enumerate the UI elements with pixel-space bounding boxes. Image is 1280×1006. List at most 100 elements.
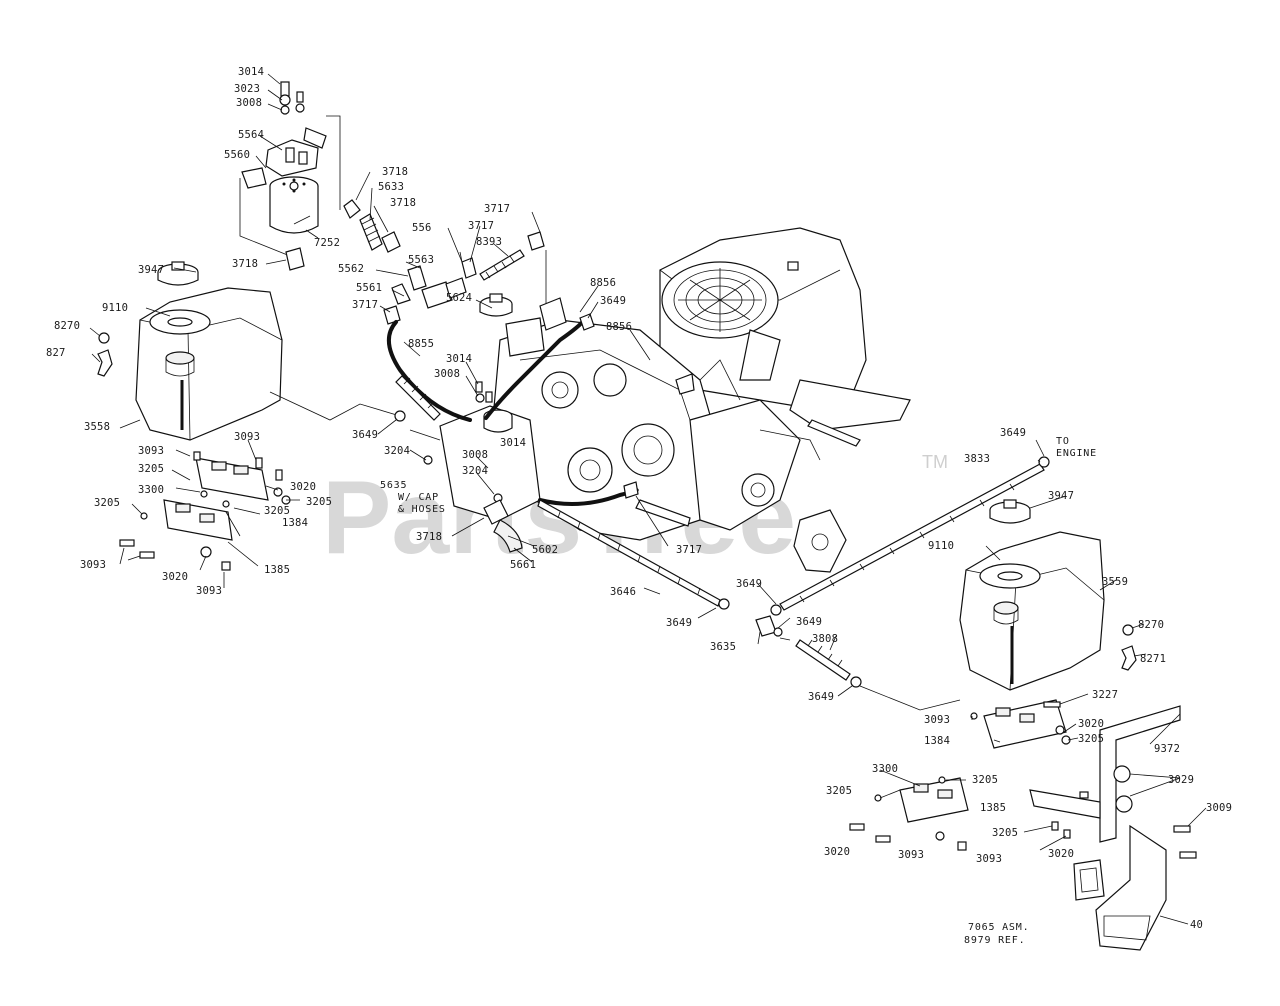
callout-9372: 9372 bbox=[1154, 743, 1180, 755]
callout-3947: 3947 bbox=[1048, 490, 1074, 502]
callout-3204: 3204 bbox=[462, 465, 488, 477]
to-engine-note-1: TO bbox=[1056, 436, 1070, 447]
fuel-filter-assembly bbox=[239, 81, 547, 325]
callout-5560: 5560 bbox=[224, 149, 250, 161]
callout-3649: 3649 bbox=[666, 617, 692, 629]
callout-3558: 3558 bbox=[84, 421, 110, 433]
callout-3635: 3635 bbox=[710, 641, 736, 653]
callout-3020: 3020 bbox=[290, 481, 316, 493]
callout-3029: 3029 bbox=[1168, 774, 1194, 786]
callout-3014: 3014 bbox=[446, 353, 472, 365]
callout-9110: 9110 bbox=[102, 302, 128, 314]
callout-3559: 3559 bbox=[1102, 576, 1128, 588]
callout-9110: 9110 bbox=[928, 540, 954, 552]
callout-3947: 3947 bbox=[138, 264, 164, 276]
callout-3649: 3649 bbox=[352, 429, 378, 441]
callout-3717: 3717 bbox=[484, 203, 510, 215]
callout-3093: 3093 bbox=[234, 431, 260, 443]
callout-1384: 1384 bbox=[924, 735, 950, 747]
callout-8856: 8856 bbox=[590, 277, 616, 289]
callout-3008: 3008 bbox=[462, 449, 488, 461]
callout-3205: 3205 bbox=[826, 785, 852, 797]
callout-3205: 3205 bbox=[1078, 733, 1104, 745]
callout-5562: 5562 bbox=[338, 263, 364, 275]
callout-8271: 8271 bbox=[1140, 653, 1166, 665]
callout-5602: 5602 bbox=[532, 544, 558, 556]
callout-3717: 3717 bbox=[352, 299, 378, 311]
callout-3205: 3205 bbox=[992, 827, 1018, 839]
callout-3093: 3093 bbox=[80, 559, 106, 571]
callout-3020: 3020 bbox=[1078, 718, 1104, 730]
cap-hoses-note-1: 5635 bbox=[380, 480, 407, 491]
callout-3205: 3205 bbox=[94, 497, 120, 509]
callout-8856: 8856 bbox=[606, 321, 632, 333]
callout-5561: 5561 bbox=[356, 282, 382, 294]
callout-3093: 3093 bbox=[924, 714, 950, 726]
cap-hoses-note-3: & HOSES bbox=[398, 504, 446, 515]
center-tank-body bbox=[423, 293, 541, 553]
callout-3717: 3717 bbox=[468, 220, 494, 232]
callout-3227: 3227 bbox=[1092, 689, 1118, 701]
callout-1384: 1384 bbox=[282, 517, 308, 529]
callout-3718: 3718 bbox=[390, 197, 416, 209]
callout-3649: 3649 bbox=[1000, 427, 1026, 439]
left-bracket-assembly bbox=[119, 451, 291, 571]
callout-3808: 3808 bbox=[812, 633, 838, 645]
callout-7252: 7252 bbox=[314, 237, 340, 249]
callout-3205: 3205 bbox=[972, 774, 998, 786]
callout-3300: 3300 bbox=[872, 763, 898, 775]
callout-3093: 3093 bbox=[138, 445, 164, 457]
callout-3718: 3718 bbox=[382, 166, 408, 178]
right-bracket-assembly bbox=[849, 699, 1197, 951]
engine-assembly bbox=[491, 227, 911, 573]
assembly-note-1: 7065 ASM. bbox=[968, 922, 1029, 933]
to-engine-note-2: ENGINE bbox=[1056, 448, 1097, 459]
fuel-lines bbox=[269, 391, 1050, 711]
callout-3718: 3718 bbox=[416, 531, 442, 543]
left-fuel-tank bbox=[97, 261, 283, 441]
callout-3093: 3093 bbox=[898, 849, 924, 861]
callout-3649: 3649 bbox=[796, 616, 822, 628]
callout-8393: 8393 bbox=[476, 236, 502, 248]
callout-3300: 3300 bbox=[138, 484, 164, 496]
callout-1385: 1385 bbox=[980, 802, 1006, 814]
callout-3649: 3649 bbox=[736, 578, 762, 590]
callout-3833: 3833 bbox=[964, 453, 990, 465]
callout-3014: 3014 bbox=[238, 66, 264, 78]
callout-3093: 3093 bbox=[976, 853, 1002, 865]
callout-3204: 3204 bbox=[384, 445, 410, 457]
callout-3008: 3008 bbox=[236, 97, 262, 109]
callout-40: 40 bbox=[1190, 919, 1203, 931]
callout-3205: 3205 bbox=[138, 463, 164, 475]
callout-3009: 3009 bbox=[1206, 802, 1232, 814]
leader-lines bbox=[89, 73, 1207, 925]
callout-5624: 5624 bbox=[446, 292, 472, 304]
callout-8270: 8270 bbox=[1138, 619, 1164, 631]
callout-3646: 3646 bbox=[610, 586, 636, 598]
callout-5563: 5563 bbox=[408, 254, 434, 266]
callout-3649: 3649 bbox=[808, 691, 834, 703]
callout-3205: 3205 bbox=[264, 505, 290, 517]
watermark-trademark: TM bbox=[922, 452, 948, 472]
assembly-note-2: 8979 REF. bbox=[964, 935, 1025, 946]
callout-8855: 8855 bbox=[408, 338, 434, 350]
callout-3205: 3205 bbox=[306, 496, 332, 508]
callout-3717: 3717 bbox=[676, 544, 702, 556]
callout-3020: 3020 bbox=[824, 846, 850, 858]
callout-5661: 5661 bbox=[510, 559, 536, 571]
callout-3093: 3093 bbox=[196, 585, 222, 597]
callout-3008: 3008 bbox=[434, 368, 460, 380]
callout-8270: 8270 bbox=[54, 320, 80, 332]
cap-hoses-note-2: W/ CAP bbox=[398, 492, 439, 503]
callout-5564: 5564 bbox=[238, 129, 264, 141]
callout-3014: 3014 bbox=[500, 437, 526, 449]
callout-5633: 5633 bbox=[378, 181, 404, 193]
fuel-hoses bbox=[387, 297, 695, 527]
right-fuel-tank bbox=[959, 499, 1137, 691]
callout-3020: 3020 bbox=[1048, 848, 1074, 860]
callout-3718: 3718 bbox=[232, 258, 258, 270]
callout-1385: 1385 bbox=[264, 564, 290, 576]
callout-827: 827 bbox=[46, 347, 66, 359]
